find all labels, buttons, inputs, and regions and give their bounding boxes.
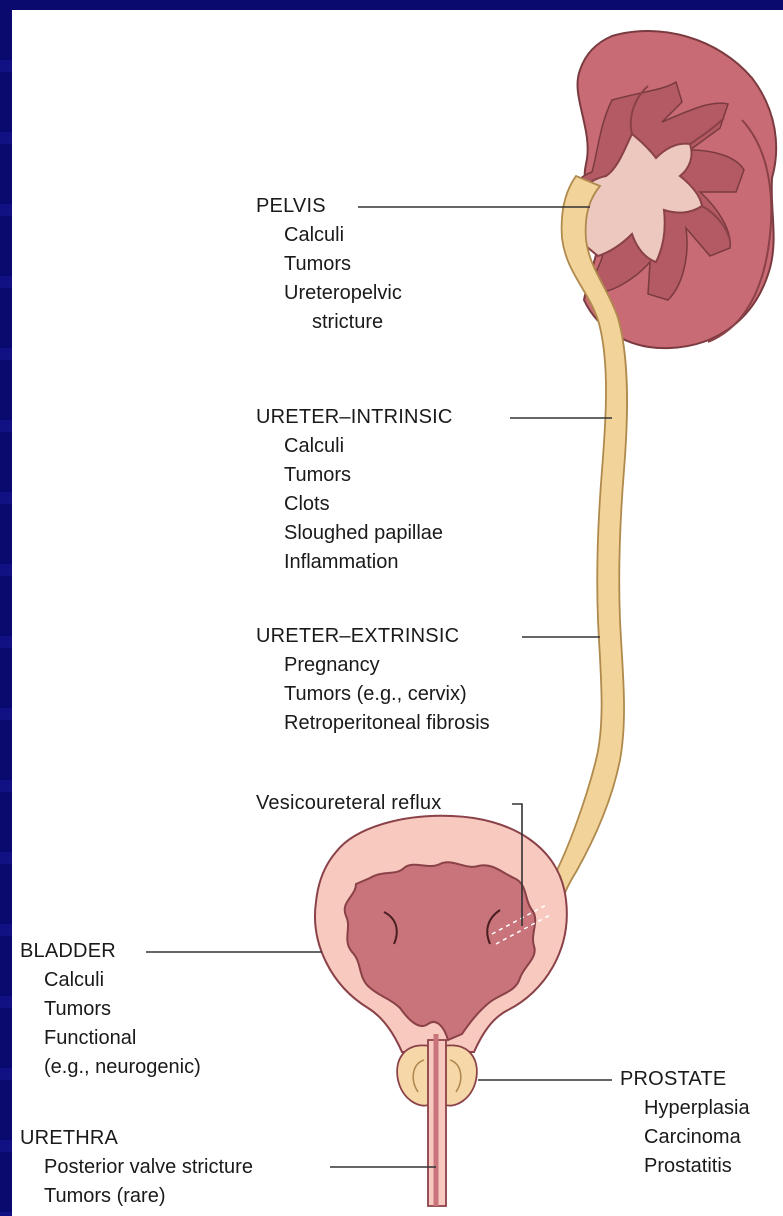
bladder-item: (e.g., neurogenic) bbox=[20, 1053, 201, 1082]
ureter-extrinsic-item: Pregnancy bbox=[256, 651, 490, 680]
reflux-label: Vesicoureteral reflux bbox=[256, 789, 441, 818]
prostate-label: PROSTATE Hyperplasia Carcinoma Prostatit… bbox=[620, 1065, 750, 1181]
urethra-item: Tumors (rare) bbox=[20, 1182, 253, 1211]
ureter-intrinsic-item: Inflammation bbox=[256, 548, 453, 577]
pelvis-item: Ureteropelvic bbox=[256, 279, 402, 308]
prostate bbox=[397, 1034, 477, 1206]
ureter-extrinsic-title: URETER–EXTRINSIC bbox=[256, 622, 490, 651]
bladder-item: Tumors bbox=[20, 995, 201, 1024]
ureter-intrinsic-item: Tumors bbox=[256, 461, 453, 490]
pelvis-title: PELVIS bbox=[256, 192, 402, 221]
pelvis-item: Calculi bbox=[256, 221, 402, 250]
bladder-label: BLADDER Calculi Tumors Functional (e.g.,… bbox=[20, 937, 201, 1082]
pelvis-item: Tumors bbox=[256, 250, 402, 279]
ureter-extrinsic-item: Tumors (e.g., cervix) bbox=[256, 680, 490, 709]
urethra-title: URETHRA bbox=[20, 1124, 253, 1153]
prostate-item: Carcinoma bbox=[620, 1123, 750, 1152]
bladder bbox=[315, 816, 567, 1052]
ureter-extrinsic-label: URETER–EXTRINSIC Pregnancy Tumors (e.g.,… bbox=[256, 622, 490, 738]
prostate-right-lobe bbox=[442, 1045, 477, 1105]
prostate-item: Hyperplasia bbox=[620, 1094, 750, 1123]
prostate-item: Prostatitis bbox=[620, 1152, 750, 1181]
ureter-intrinsic-item: Clots bbox=[256, 490, 453, 519]
bladder-title: BLADDER bbox=[20, 937, 201, 966]
ureter-intrinsic-item: Sloughed papillae bbox=[256, 519, 453, 548]
prostate-left-lobe bbox=[397, 1045, 432, 1105]
prostate-title: PROSTATE bbox=[620, 1065, 750, 1094]
ureter-intrinsic-title: URETER–INTRINSIC bbox=[256, 403, 453, 432]
pelvis-label: PELVIS Calculi Tumors Ureteropelvic stri… bbox=[256, 192, 402, 337]
ureter-intrinsic-item: Calculi bbox=[256, 432, 453, 461]
bladder-item: Calculi bbox=[20, 966, 201, 995]
bladder-lumen bbox=[345, 862, 536, 1040]
reflux-title: Vesicoureteral reflux bbox=[256, 789, 441, 818]
urethra-item: Posterior valve stricture bbox=[20, 1153, 253, 1182]
urethra-label: URETHRA Posterior valve stricture Tumors… bbox=[20, 1124, 253, 1211]
bladder-item: Functional bbox=[20, 1024, 201, 1053]
pelvis-item: stricture bbox=[256, 308, 402, 337]
ureter-extrinsic-item: Retroperitoneal fibrosis bbox=[256, 709, 490, 738]
ureter-intrinsic-label: URETER–INTRINSIC Calculi Tumors Clots Sl… bbox=[256, 403, 453, 577]
